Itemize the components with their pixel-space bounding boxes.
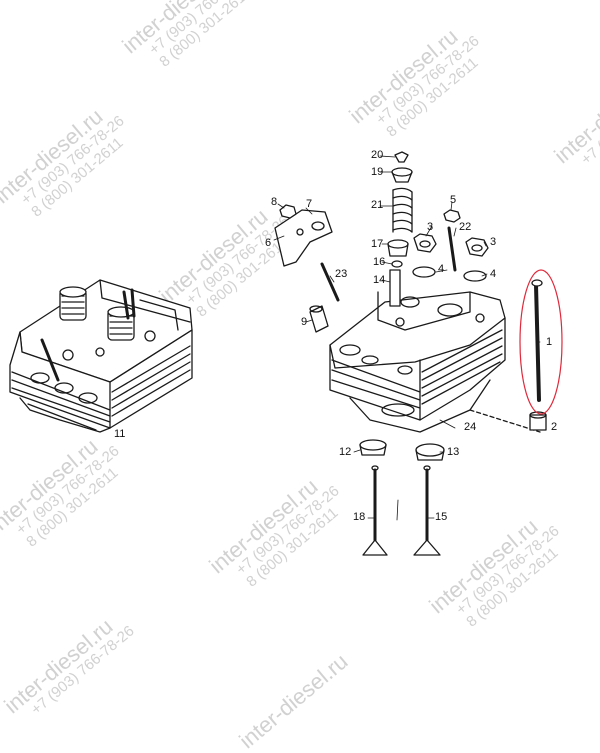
rod-end-cap (529, 411, 547, 431)
label-17: 17 (371, 238, 384, 250)
valve-stem-seal (387, 239, 409, 257)
label-6: 6 (265, 237, 272, 249)
label-1: 1 (546, 336, 553, 348)
push-rod (320, 262, 340, 302)
label-4b: 4 (490, 268, 497, 280)
nut (443, 209, 461, 223)
label-15: 15 (435, 511, 448, 523)
label-23: 23 (335, 268, 348, 280)
valve-seat-ring (359, 439, 387, 456)
sealing-ring (463, 270, 487, 282)
sealing-plug (465, 237, 489, 257)
exhaust-valve (362, 465, 388, 556)
label-3b: 3 (490, 236, 497, 248)
valve-spring (392, 187, 413, 233)
cylinder-head (329, 291, 541, 433)
stud-bolt (447, 226, 457, 272)
valve-seat-ring (415, 443, 445, 461)
label-16: 16 (373, 256, 386, 268)
label-4a: 4 (438, 263, 445, 275)
valve-guide (389, 269, 401, 307)
label-19: 19 (371, 166, 384, 178)
label-18: 18 (353, 511, 366, 523)
leader-lines (273, 155, 541, 521)
spring-washer (391, 260, 403, 268)
label-14: 14 (373, 274, 386, 286)
highlighted-rod (531, 279, 543, 402)
rocker-bracket (274, 209, 333, 267)
cylinder-head-assembly (9, 279, 193, 433)
sealing-plug (413, 233, 437, 253)
label-20: 20 (371, 149, 384, 161)
intake-valve (413, 465, 441, 556)
label-13: 13 (447, 446, 460, 458)
highlight-ellipse (519, 269, 563, 415)
spring-retainer (391, 167, 413, 183)
label-9: 9 (301, 316, 308, 328)
label-5: 5 (450, 194, 457, 206)
label-24: 24 (464, 421, 477, 433)
label-21: 21 (371, 199, 384, 211)
sealing-ring (412, 266, 436, 278)
tappet (309, 305, 329, 333)
label-8: 8 (271, 196, 278, 208)
label-22: 22 (459, 221, 472, 233)
label-11: 11 (114, 428, 126, 440)
valve-keepers (394, 151, 409, 163)
label-2: 2 (551, 421, 558, 433)
label-7: 7 (306, 198, 313, 210)
label-3a: 3 (427, 221, 434, 233)
label-12: 12 (339, 446, 352, 458)
